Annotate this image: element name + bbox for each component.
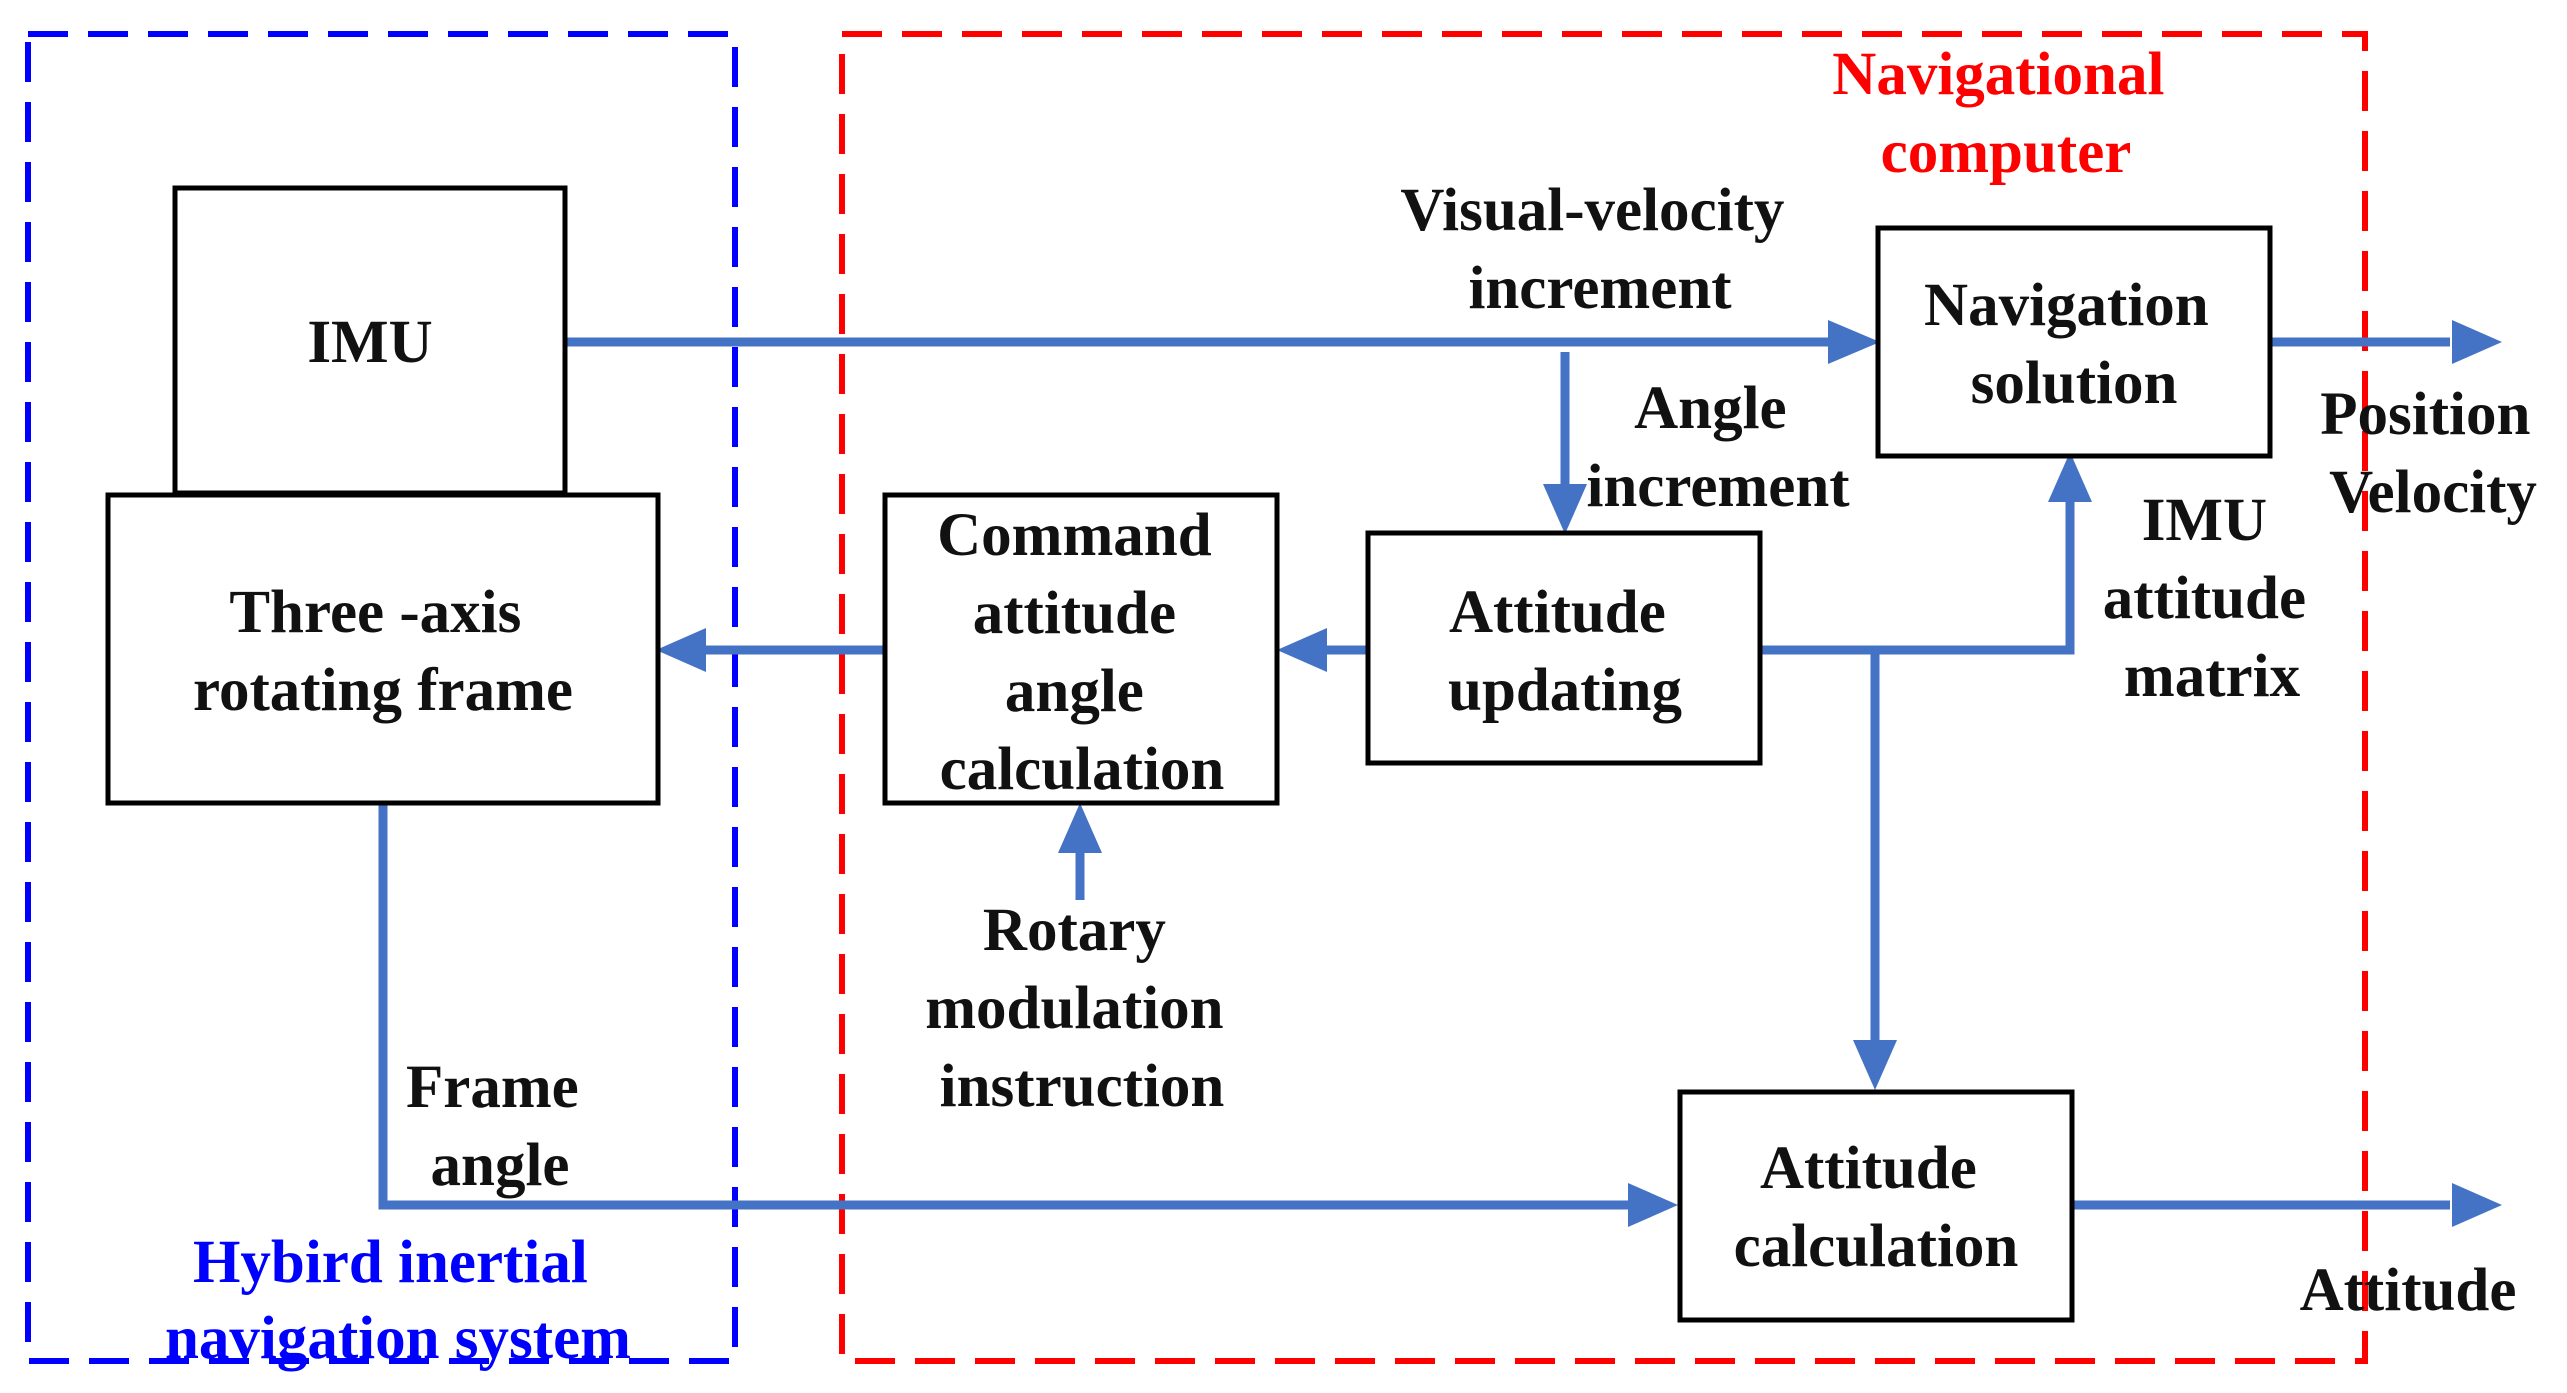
attitude-updating-label: Attitude updating — [1448, 579, 1682, 724]
imu-attitude-matrix-line — [1760, 500, 2075, 655]
arrow-into-attitude-calc-left — [1628, 1183, 1678, 1227]
imu-attitude-matrix-label: IMU attitude matrix — [2103, 487, 2322, 710]
imu-label: IMU — [307, 309, 432, 376]
arrow-into-navigation — [1828, 320, 1880, 364]
signal-lines — [378, 337, 2450, 1210]
hybrid-system-label: Hybird inertial navigation system — [165, 1229, 631, 1372]
arrow-into-command — [1277, 628, 1327, 672]
arrow-position-velocity — [2452, 320, 2502, 364]
arrow-into-navigation-bottom — [2048, 452, 2092, 502]
command-attitude-label: Command attitude angle calculation — [937, 502, 1227, 803]
angle-increment-label: Angle increment — [1586, 375, 1850, 520]
attitude-updating-block — [1365, 530, 1763, 766]
attitude-calculation-block — [1677, 1089, 2075, 1323]
rotary-modulation-label: Rotary modulation instruction — [925, 897, 1239, 1120]
position-velocity-label: Position Velocity — [2320, 381, 2545, 526]
rotating-frame-label: Three -axis rotating frame — [193, 579, 573, 724]
arrow-into-attitude-calc — [1853, 1040, 1897, 1090]
arrow-into-updating — [1543, 484, 1587, 534]
navigation-solution-block — [1875, 225, 2273, 459]
navigational-computer-label: Navigational computer — [1832, 41, 2179, 186]
attitude-output-label: Attitude — [2300, 1257, 2517, 1324]
arrow-into-frame — [656, 628, 706, 672]
imu-block — [172, 185, 568, 496]
attitude-calculation-label: Attitude calculation — [1734, 1135, 2019, 1280]
frame-angle-line — [378, 800, 1628, 1210]
arrow-attitude-output — [2452, 1183, 2502, 1227]
rotating-frame-block — [105, 492, 661, 806]
visual-velocity-label: Visual-velocity increment — [1400, 177, 1799, 322]
arrow-into-command-bottom — [1058, 803, 1102, 853]
navigational-computer-region — [839, 31, 2368, 1364]
arrow-heads — [656, 320, 2502, 1227]
frame-angle-label: Frame angle — [406, 1054, 594, 1199]
navigation-solution-label: Navigation solution — [1924, 272, 2224, 417]
command-attitude-block — [882, 492, 1280, 806]
